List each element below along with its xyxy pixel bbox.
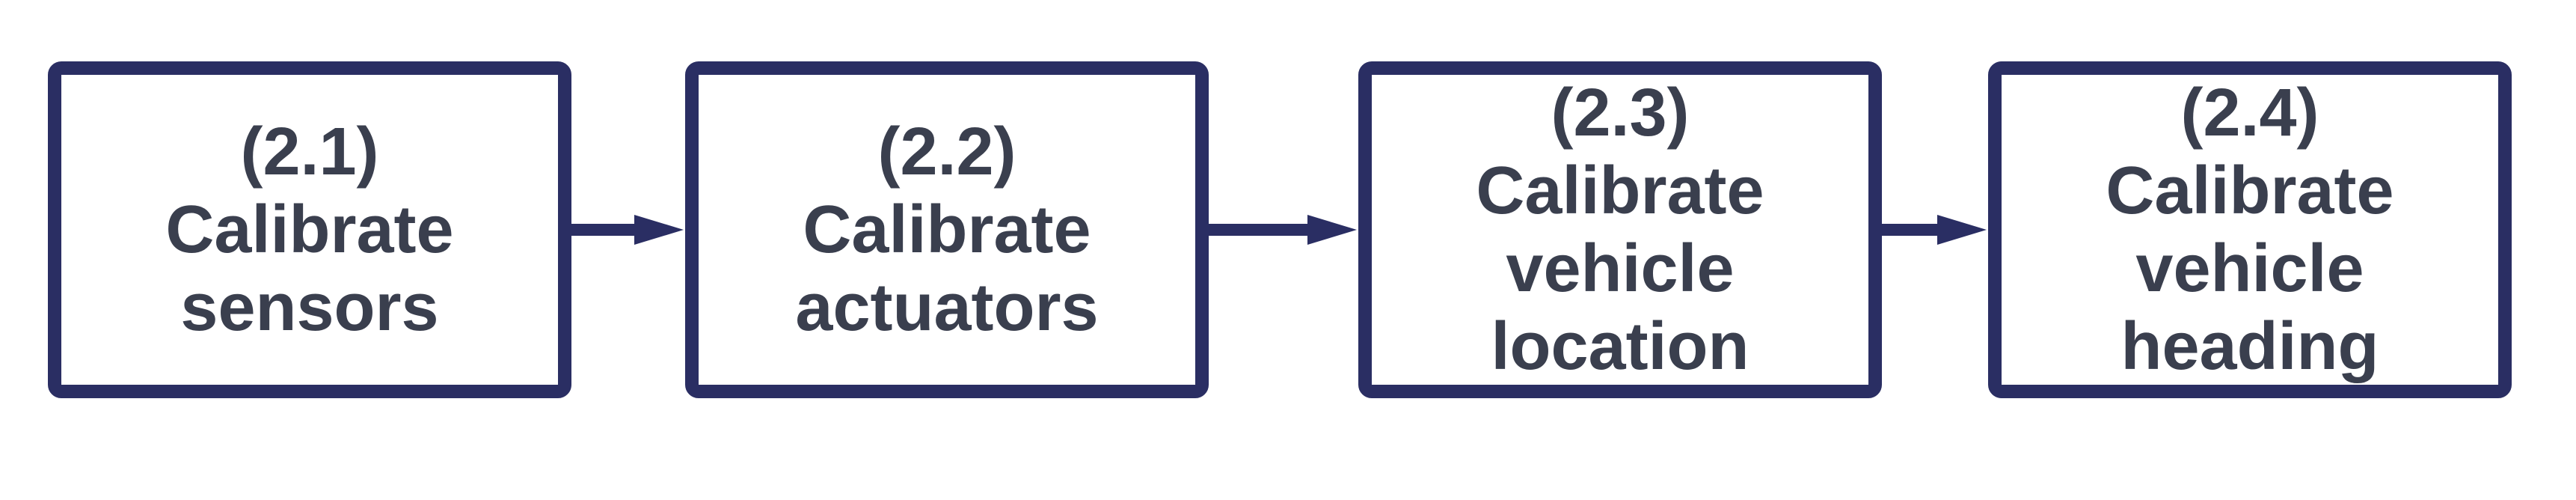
step-box-actuators: (2.2) Calibrate actuators — [685, 61, 1209, 398]
step-label-line: sensors — [180, 270, 439, 345]
step-label-line: Calibrate — [1476, 153, 1764, 228]
step-label-line: heading — [2120, 309, 2379, 384]
step-number: (2.3) — [1551, 76, 1690, 150]
step-box-vehicle-location: (2.3) Calibrate vehicle location — [1358, 61, 1882, 398]
step-label-line: Calibrate — [165, 192, 454, 267]
arrow-step-2-to-3 — [1209, 215, 1357, 245]
step-box-sensors: (2.1) Calibrate sensors — [48, 61, 571, 398]
step-label-line: location — [1491, 309, 1749, 384]
step-number: (2.2) — [877, 115, 1016, 189]
step-box-vehicle-heading: (2.4) Calibrate vehicle heading — [1988, 61, 2512, 398]
step-label-line: vehicle — [2135, 231, 2364, 306]
step-number: (2.4) — [2180, 76, 2319, 150]
step-label-line: Calibrate — [803, 192, 1091, 267]
step-label-line: Calibrate — [2106, 153, 2394, 228]
arrow-step-1-to-2 — [571, 215, 684, 245]
step-label-line: vehicle — [1506, 231, 1735, 306]
step-label-line: actuators — [795, 270, 1099, 345]
step-number: (2.1) — [240, 115, 379, 189]
arrow-step-3-to-4 — [1882, 215, 1987, 245]
